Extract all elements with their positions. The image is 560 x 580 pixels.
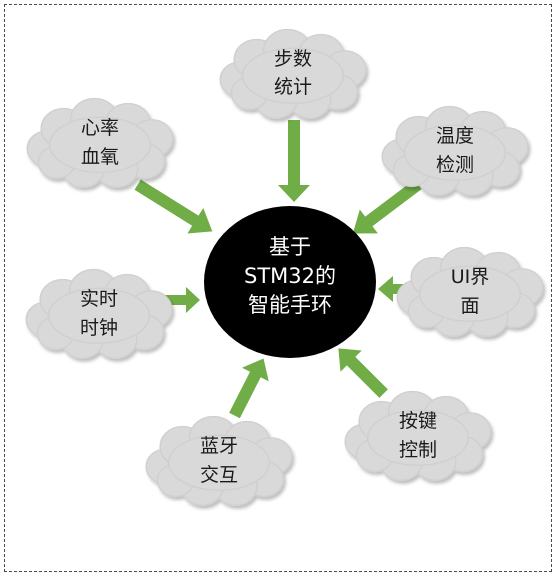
cloud-bluetooth-line-2: 交互 <box>200 464 238 486</box>
diagram-frame <box>4 4 552 572</box>
cloud-button-line-2: 控制 <box>399 439 437 461</box>
center-label-line-3: 智能手环 <box>248 293 332 317</box>
arrow-heart <box>134 179 213 234</box>
arrow-ui <box>378 276 416 302</box>
cloud-button-control: 按键 控制 <box>344 390 492 481</box>
cloud-bluetooth-line-1: 蓝牙 <box>200 435 238 457</box>
cloud-heart-rate: 心率 血氧 <box>26 97 174 188</box>
cloud-ui: UI界 面 <box>396 246 544 337</box>
center-node: 基于 STM32的 智能手环 <box>204 206 376 358</box>
cloud-step-line-1: 步数 <box>274 48 312 70</box>
cloud-step-count: 步数 统计 <box>219 28 367 119</box>
cloud-ui-line-1: UI界 <box>451 266 490 288</box>
center-circle <box>204 206 376 358</box>
cloud-button-line-1: 按键 <box>399 410 437 432</box>
cloud-step-line-2: 统计 <box>274 76 312 98</box>
center-label-line-2: STM32的 <box>244 264 336 288</box>
cloud-clock-line-1: 实时 <box>80 288 118 310</box>
arrow-clock <box>158 287 200 313</box>
center-label-line-1: 基于 <box>269 235 311 259</box>
cloud-ui-line-2: 面 <box>460 295 479 317</box>
cloud-clock-line-2: 时钟 <box>80 317 118 339</box>
cloud-clock: 实时 时钟 <box>25 268 173 359</box>
cloud-temp-line-1: 温度 <box>436 125 474 147</box>
arrow-step <box>278 120 310 202</box>
cloud-temperature: 温度 检测 <box>381 105 529 196</box>
arrow-button <box>338 348 388 398</box>
cloud-bluetooth: 蓝牙 交互 <box>145 415 293 506</box>
arrow-bluetooth <box>229 358 269 419</box>
cloud-temp-line-2: 检测 <box>436 154 474 176</box>
arrows <box>134 120 427 419</box>
cloud-heart-line-1: 心率 <box>81 117 119 139</box>
arrow-temp <box>352 175 427 234</box>
cloud-heart-line-2: 血氧 <box>81 146 119 168</box>
